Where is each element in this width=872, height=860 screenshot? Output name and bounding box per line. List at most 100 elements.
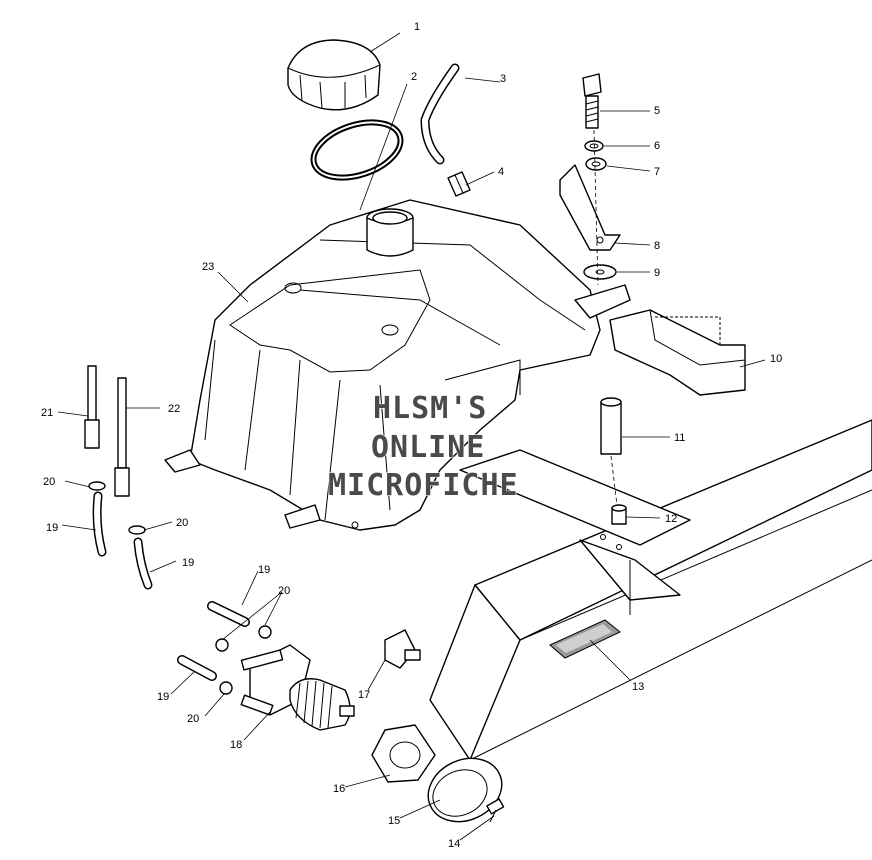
bracket17-stem — [404, 649, 421, 661]
screw-shank — [489, 809, 497, 823]
decal-13 — [549, 619, 621, 659]
line21-tube — [87, 365, 97, 422]
clamp-20 — [215, 638, 229, 652]
frame-rail-edge — [519, 489, 872, 641]
callout-15: 15 — [388, 815, 400, 827]
callout-18: 18 — [230, 739, 242, 751]
filler-neck-opening — [372, 211, 408, 225]
callout-19-left: 19 — [46, 522, 58, 534]
nut-body — [371, 724, 436, 783]
bushing-top — [611, 504, 627, 512]
block-edge — [609, 319, 616, 351]
callout-6: 6 — [654, 140, 660, 152]
line22-tube — [117, 377, 127, 469]
filter-lower-tube — [240, 694, 274, 716]
callout-2: 2 — [411, 71, 417, 83]
washer-7 — [585, 157, 607, 171]
callout-23: 23 — [202, 261, 214, 273]
filter-outlet — [339, 705, 355, 717]
cap-grip-ribs — [299, 74, 367, 109]
filter-ribs — [295, 680, 333, 729]
washer-6 — [584, 140, 604, 152]
bushing-12 — [611, 504, 627, 525]
block-hidden-edge — [655, 316, 721, 345]
spacer-body — [600, 401, 622, 455]
callout-19-mid: 19 — [182, 557, 194, 569]
washer-9 — [583, 264, 617, 280]
gasket-2 — [310, 119, 404, 181]
screw-head — [486, 798, 505, 815]
washer-9-hole — [595, 269, 605, 275]
callout-3: 3 — [500, 73, 506, 85]
callout-1: 1 — [414, 21, 420, 33]
sender-face — [432, 769, 488, 817]
bolt-head — [582, 73, 602, 97]
fuel-line-22 — [114, 377, 130, 497]
clamp-20 — [128, 525, 146, 535]
sender-bezel — [427, 757, 503, 823]
bracket-8 — [559, 164, 621, 251]
frame-rail — [429, 419, 872, 761]
bracket17-body — [384, 629, 416, 669]
callout-20-lower: 20 — [187, 713, 199, 725]
vent-hose-3 — [420, 63, 460, 165]
cap-top-edge — [287, 64, 381, 78]
screw-14 — [486, 798, 505, 823]
callout-16: 16 — [333, 783, 345, 795]
callout-12: 12 — [665, 513, 677, 525]
callout-22: 22 — [168, 403, 180, 415]
sender-15 — [427, 757, 503, 823]
tank-body — [189, 199, 601, 531]
filter-inlet-tube — [240, 649, 284, 671]
line22-fitting — [114, 467, 130, 497]
tank-side-contours — [204, 339, 391, 521]
callout-9: 9 — [654, 267, 660, 279]
tank-drain — [351, 521, 359, 529]
clamp-20 — [88, 481, 106, 491]
watermark-line-1: HLSM'S — [373, 391, 487, 426]
nut-bore — [389, 741, 421, 769]
filter-body — [289, 678, 351, 731]
spacer-11 — [600, 397, 622, 455]
fitting-line — [454, 174, 464, 194]
fuel-cap-1 — [287, 39, 381, 111]
watermark-line-2: ONLINE — [371, 430, 485, 465]
callout-19-upper: 19 — [258, 564, 270, 576]
tank-rear-ear — [574, 284, 631, 319]
callout-7: 7 — [654, 166, 660, 178]
mount-hole — [600, 534, 606, 540]
frame-rail-lower-edge — [469, 559, 872, 761]
watermark-line-3: MICROFICHE — [328, 468, 519, 503]
callout-11: 11 — [674, 432, 685, 444]
fuel-filter-18 — [240, 644, 355, 731]
fitting-4 — [447, 171, 471, 197]
cap-body — [287, 39, 381, 111]
callout-13: 13 — [632, 681, 644, 693]
callout-20-left: 20 — [43, 476, 55, 488]
mount-block-10 — [609, 309, 746, 396]
bracket-17 — [384, 629, 421, 669]
leader-lines — [57, 32, 766, 841]
callout-5: 5 — [654, 105, 660, 117]
callout-21: 21 — [41, 407, 53, 419]
tank-rear-contour — [444, 359, 521, 395]
callout-8: 8 — [654, 240, 660, 252]
bracket-body — [559, 164, 621, 251]
callout-17: 17 — [358, 689, 370, 701]
line21-fitting — [84, 419, 100, 449]
fuel-tank-23 — [164, 199, 631, 531]
callout-20-mid: 20 — [176, 517, 188, 529]
washer-6-hole — [589, 143, 599, 149]
callout-19-lower: 19 — [157, 691, 169, 703]
tank-mount-boss — [381, 324, 399, 336]
washer-7-hole — [591, 161, 601, 167]
spacer-top — [600, 397, 622, 407]
tank-top-panel — [229, 269, 431, 373]
bolt-threads — [585, 100, 599, 123]
bolt-5 — [582, 73, 602, 129]
mount-hole — [616, 544, 622, 550]
clamp-20 — [258, 625, 272, 639]
bracket-hole — [596, 236, 604, 244]
callout-10: 10 — [770, 353, 782, 365]
